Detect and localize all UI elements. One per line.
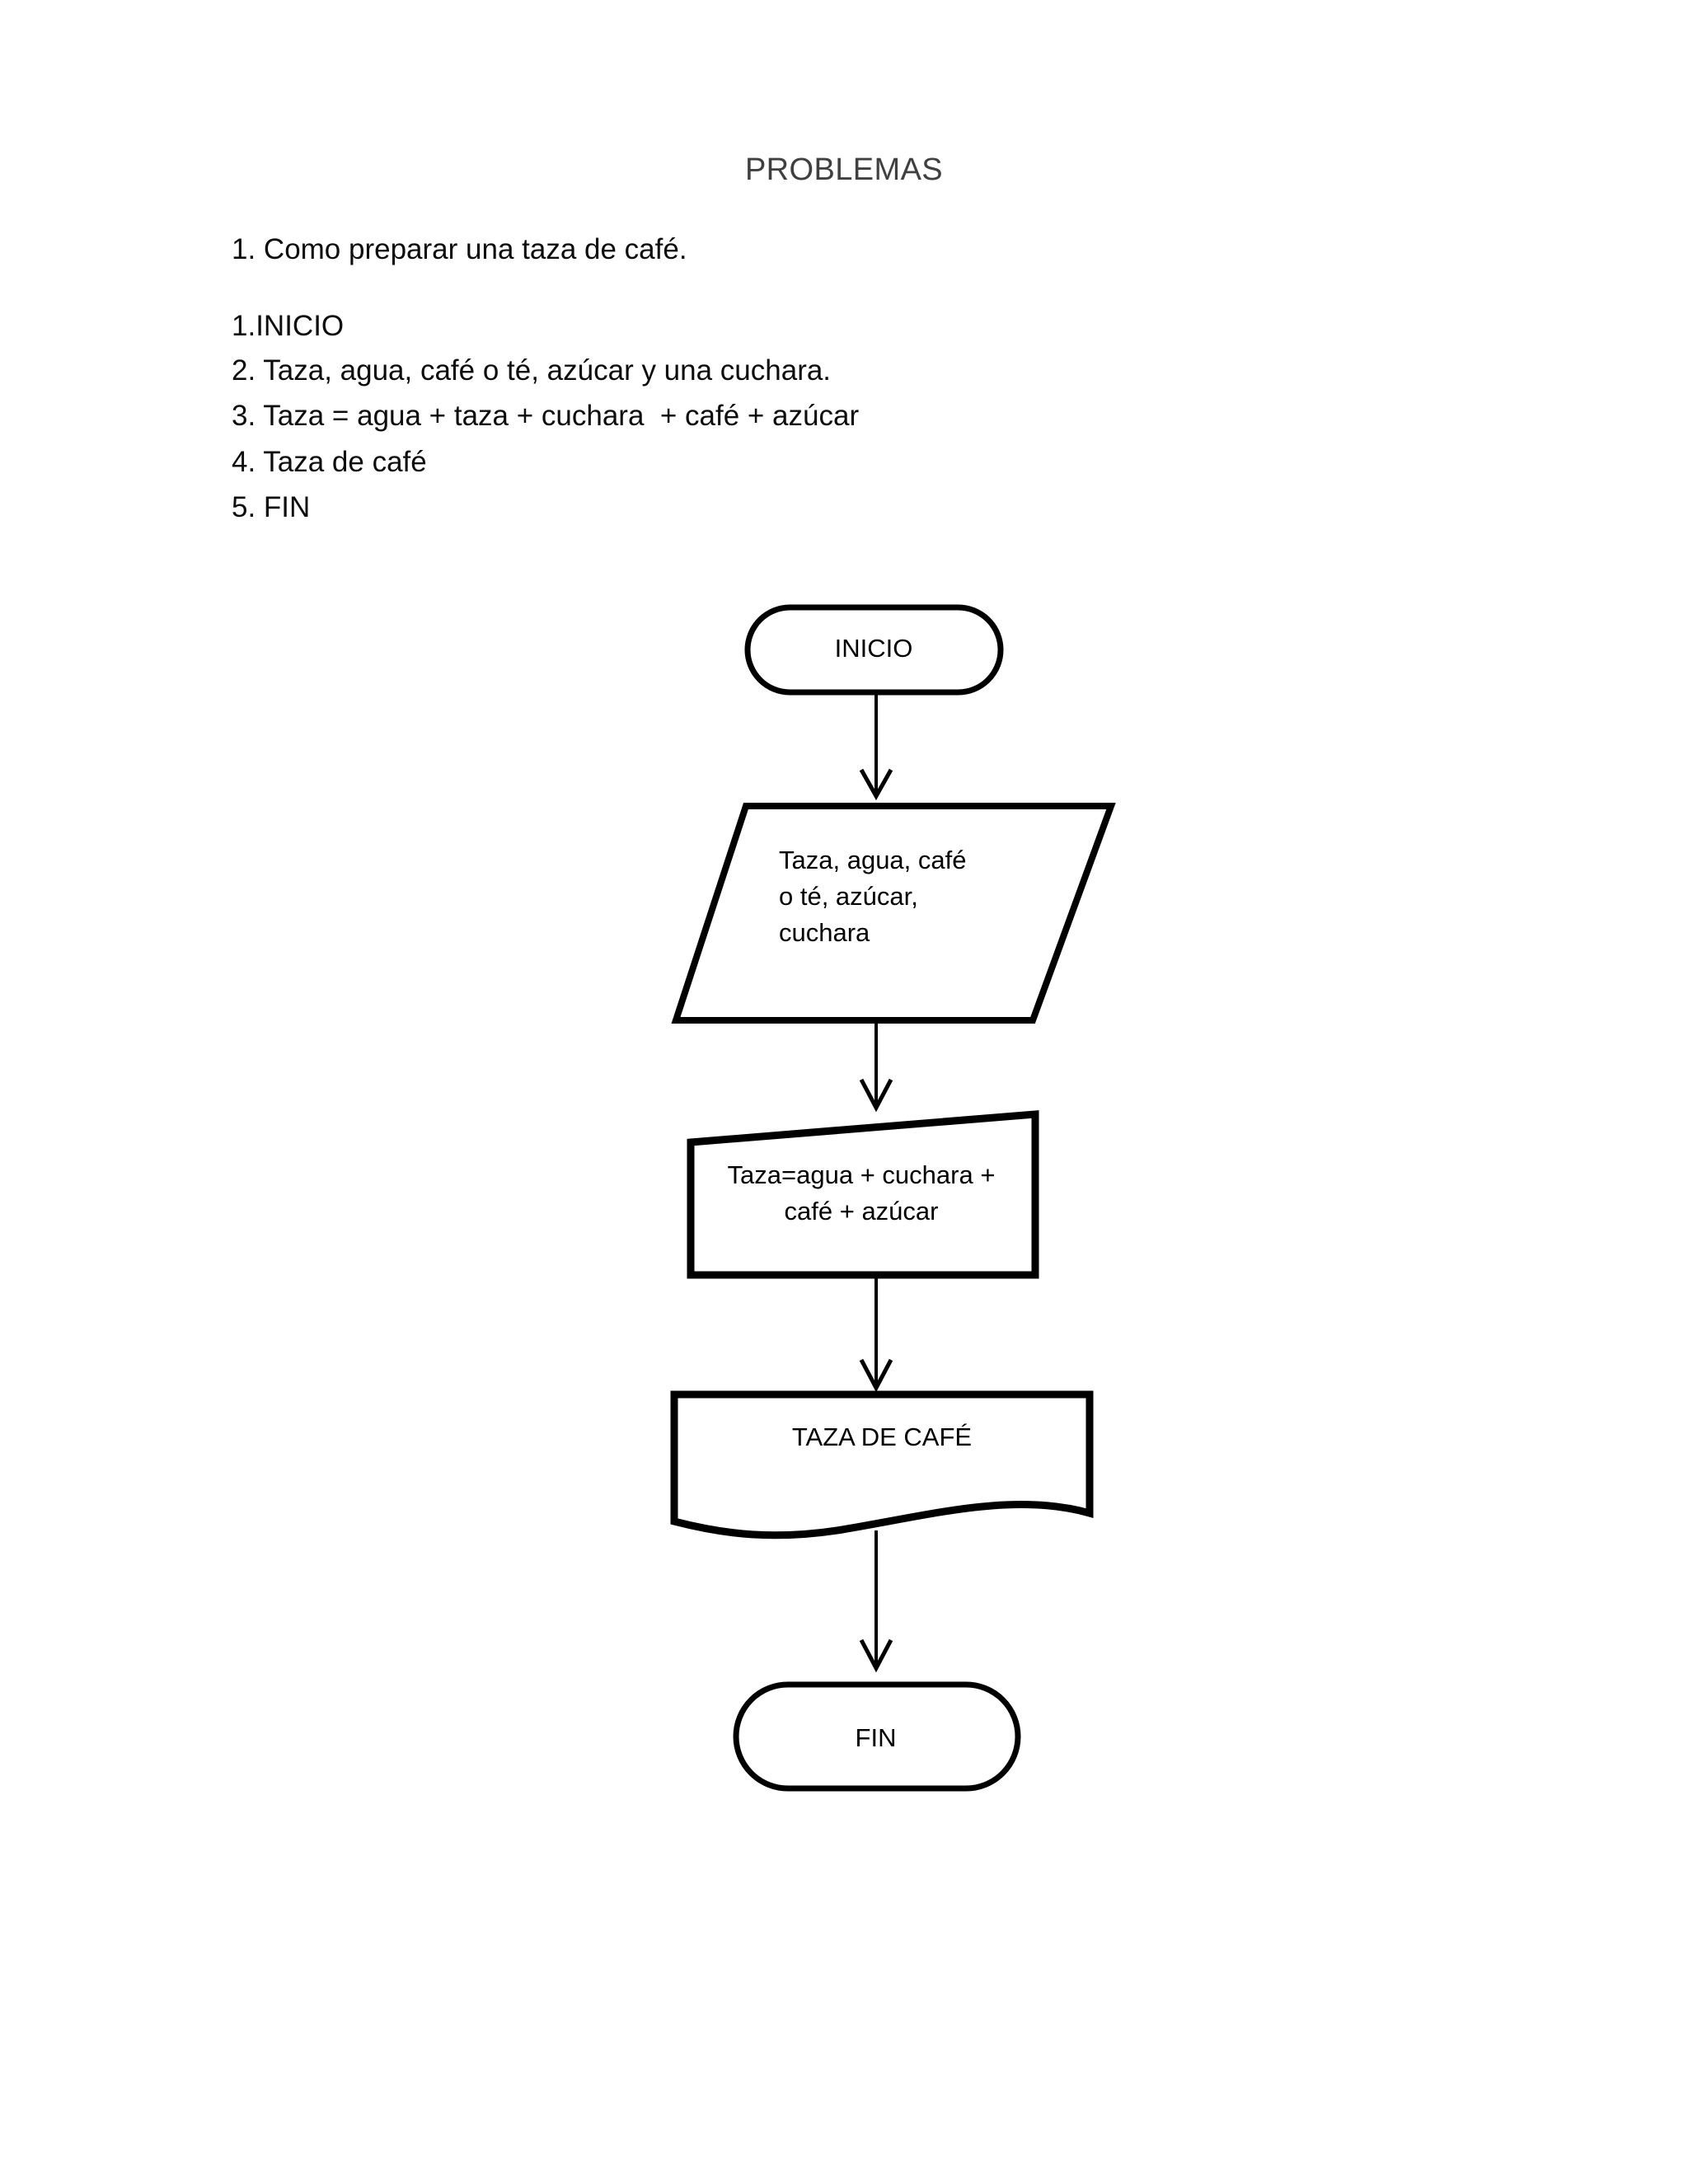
flow-node-inicio-label: INICIO xyxy=(834,634,913,663)
flow-node-fin-shape xyxy=(733,1681,1021,1792)
flow-node-inicio-shape xyxy=(744,604,1004,696)
algorithm-step-2: 2. Taza, agua, café o té, azúcar y una c… xyxy=(232,354,832,387)
flow-node-process-shape xyxy=(687,1110,1039,1279)
algorithm-step-3: 3. Taza = agua + taza + cuchara + café +… xyxy=(232,400,860,432)
flow-node-output-shape xyxy=(670,1390,1094,1540)
connector-input-to-process xyxy=(859,1022,893,1113)
problem-statement: 1. Como preparar una taza de café. xyxy=(232,233,687,265)
flow-node-input-shape xyxy=(671,803,1116,1024)
algorithm-step-4: 4. Taza de café xyxy=(232,446,427,478)
flow-node-output-label: TAZA DE CAFÉ xyxy=(791,1422,973,1451)
algorithm-step-1: 1.INICIO xyxy=(232,310,345,342)
flow-node-fin-label: FIN xyxy=(855,1723,897,1752)
connector-inicio-to-input xyxy=(859,694,893,801)
page-title: PROBLEMAS xyxy=(744,152,944,187)
flow-node-process-label: Taza=agua + cuchara +café + azúcar xyxy=(727,1160,996,1226)
connector-process-to-output xyxy=(859,1277,893,1393)
algorithm-step-5: 5. FIN xyxy=(232,491,311,523)
connector-output-to-fin xyxy=(859,1530,893,1673)
